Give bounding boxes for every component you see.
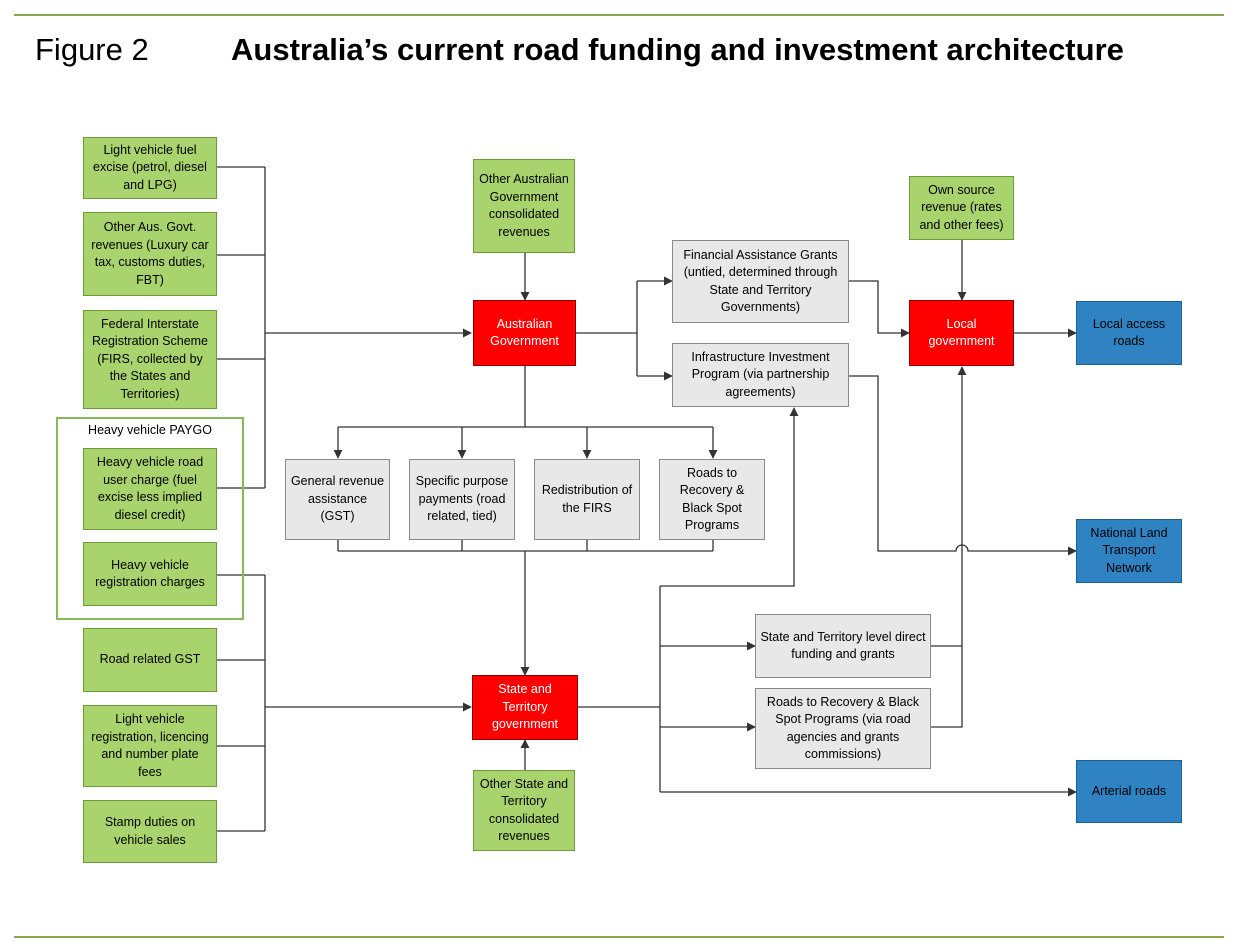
node-state-direct-funding: State and Territory level direct funding… [755,614,931,678]
node-general-revenue: General revenue assistance (GST) [285,459,390,540]
node-local-access-roads: Local access roads [1076,301,1182,365]
arrow-grants-to-local [849,280,910,338]
top-rule [14,14,1224,16]
node-road-gst: Road related GST [83,628,217,692]
node-stamp-duties: Stamp duties on vehicle sales [83,800,217,863]
node-hv-road-user-charge: Heavy vehicle road user charge (fuel exc… [83,448,217,530]
node-australian-government: Australian Government [473,300,576,366]
node-light-fuel-excise: Light vehicle fuel excise (petrol, diese… [83,137,217,199]
node-redistribution-firs: Redistribution of the FIRS [534,459,640,540]
node-firs: Federal Interstate Registration Scheme (… [83,310,217,409]
arrow-state-to-infrastructure [660,407,799,587]
figure-title: Australia’s current road funding and inv… [231,32,1124,67]
node-national-land-transport: National Land Transport Network [1076,519,1182,583]
heavy-vehicle-paygo-group [56,417,244,620]
node-lv-registration: Light vehicle registration, licencing an… [83,705,217,787]
node-own-source-revenue: Own source revenue (rates and other fees… [909,176,1014,240]
figure-label: Figure 2 [35,32,149,67]
node-roads-to-recovery-state: Roads to Recovery & Black Spot Programs … [755,688,931,769]
node-financial-assistance-grants: Financial Assistance Grants (untied, det… [672,240,849,323]
node-arterial-roads: Arterial roads [1076,760,1182,823]
node-specific-purpose: Specific purpose payments (road related,… [409,459,515,540]
node-roads-to-recovery-top: Roads to Recovery & Black Spot Programs [659,459,765,540]
bottom-rule [14,936,1224,938]
node-other-state-consolidated: Other State and Territory consolidated r… [473,770,575,851]
node-other-aus-consolidated: Other Australian Government consolidated… [473,159,575,253]
node-infrastructure-investment: Infrastructure Investment Program (via p… [672,343,849,407]
heavy-vehicle-paygo-label: Heavy vehicle PAYGO [88,423,212,437]
node-hv-registration: Heavy vehicle registration charges [83,542,217,606]
arrow-infrastructure-to-nltn [849,375,1077,556]
arrow-roads-recovery-to-local [931,366,967,728]
node-local-government: Local government [909,300,1014,366]
node-state-government: State and Territory government [472,675,578,740]
node-other-aus-revenues: Other Aus. Govt. revenues (Luxury car ta… [83,212,217,296]
